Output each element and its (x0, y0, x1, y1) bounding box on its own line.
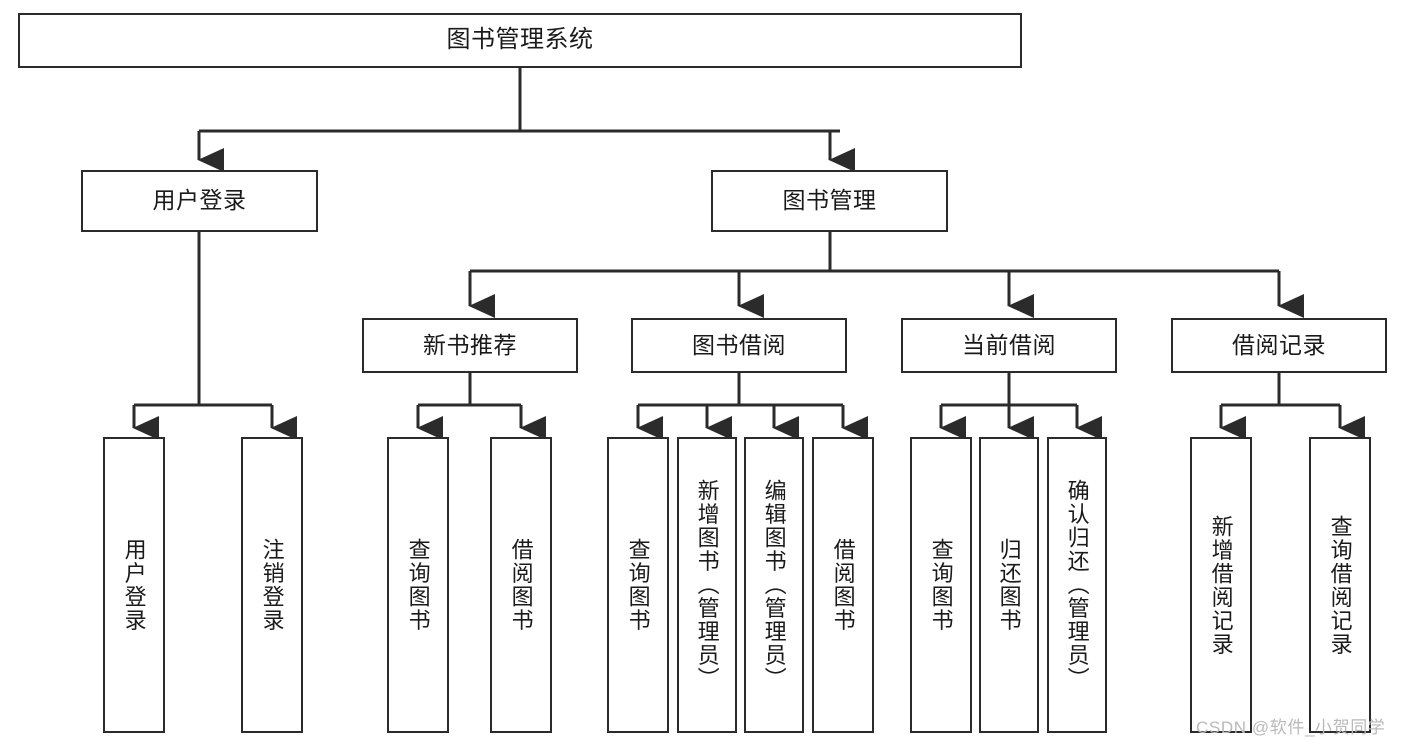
node-leaf-query-record[interactable]: 查询借阅记录 (1309, 437, 1371, 733)
node-leaf-query-book-2[interactable]: 查询图书 (607, 437, 669, 733)
node-leaf-edit-book[interactable]: 编辑图书（管理员） (744, 437, 804, 733)
node-leaf-add-record[interactable]: 新增借阅记录 (1190, 437, 1252, 733)
watermark: CSDN @软件_小贺同学 (1196, 718, 1386, 737)
node-current-borrow-label: 当前借阅 (962, 331, 1056, 358)
node-user-login[interactable]: 用户登录 (81, 170, 318, 232)
node-leaf-add-book-label: 新增图书（管理员） (694, 479, 720, 691)
node-leaf-borrow-book-1-label: 借阅图书 (508, 538, 534, 632)
node-leaf-edit-book-label: 编辑图书（管理员） (761, 479, 787, 691)
node-leaf-borrow-book-2[interactable]: 借阅图书 (812, 437, 874, 733)
node-leaf-query-book-2-label: 查询图书 (625, 538, 651, 632)
node-borrow-record-label: 借阅记录 (1232, 331, 1326, 358)
node-leaf-return-book-label: 归还图书 (996, 538, 1022, 632)
node-leaf-user-login-label: 用户登录 (121, 538, 147, 632)
node-leaf-return-book[interactable]: 归还图书 (979, 437, 1039, 733)
node-leaf-query-book-1-label: 查询图书 (405, 538, 431, 632)
node-borrow-record[interactable]: 借阅记录 (1171, 318, 1387, 373)
node-leaf-query-book-3-label: 查询图书 (928, 538, 954, 632)
node-new-book-rec-label: 新书推荐 (423, 331, 517, 358)
node-book-manage[interactable]: 图书管理 (711, 170, 948, 232)
node-leaf-query-book-1[interactable]: 查询图书 (387, 437, 449, 733)
node-root-label: 图书管理系统 (446, 26, 594, 54)
node-user-login-label: 用户登录 (152, 187, 247, 214)
node-leaf-confirm-return[interactable]: 确认归还（管理员） (1047, 437, 1107, 733)
node-leaf-user-login[interactable]: 用户登录 (103, 437, 165, 733)
node-leaf-borrow-book-1[interactable]: 借阅图书 (490, 437, 552, 733)
node-leaf-add-record-label: 新增借阅记录 (1208, 514, 1234, 656)
node-new-book-rec[interactable]: 新书推荐 (362, 318, 578, 373)
node-leaf-query-book-3[interactable]: 查询图书 (910, 437, 972, 733)
node-leaf-logout[interactable]: 注销登录 (241, 437, 303, 733)
node-book-borrow-label: 图书借阅 (692, 331, 786, 358)
node-root[interactable]: 图书管理系统 (18, 13, 1022, 68)
node-leaf-borrow-book-2-label: 借阅图书 (830, 538, 856, 632)
node-book-borrow[interactable]: 图书借阅 (631, 318, 847, 373)
node-leaf-query-record-label: 查询借阅记录 (1327, 514, 1353, 656)
node-current-borrow[interactable]: 当前借阅 (901, 318, 1117, 373)
node-book-manage-label: 图书管理 (782, 187, 877, 214)
node-leaf-logout-label: 注销登录 (259, 538, 285, 632)
node-leaf-add-book[interactable]: 新增图书（管理员） (677, 437, 737, 733)
node-leaf-confirm-return-label: 确认归还（管理员） (1064, 479, 1090, 691)
